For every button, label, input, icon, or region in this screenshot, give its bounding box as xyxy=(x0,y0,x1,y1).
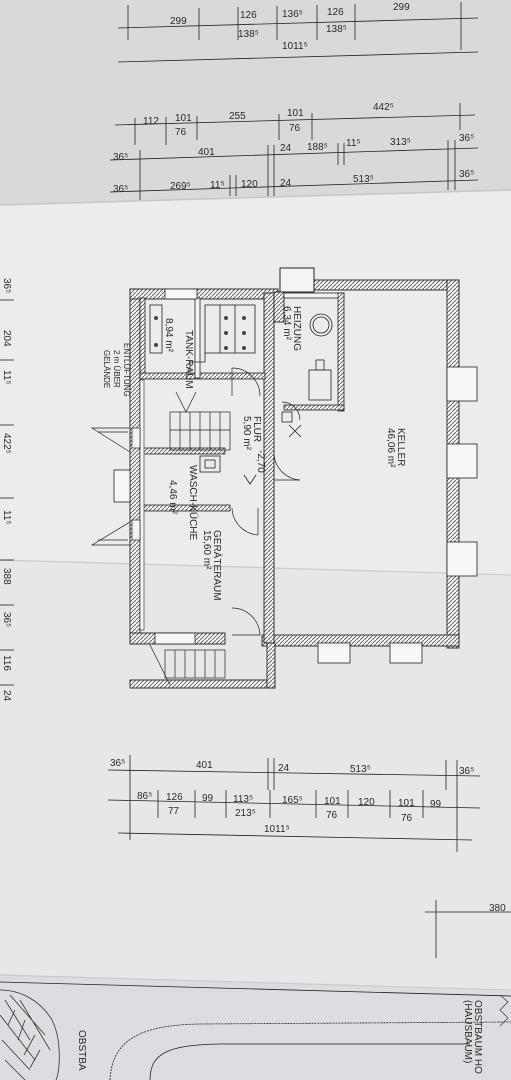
dim-left-4: 11⁵ xyxy=(1,510,12,525)
dim-bot-r2-1: 126 xyxy=(166,792,183,803)
site-plan: 380 OBSTBAUM HO (HAUSBAUM) OBSTBA xyxy=(0,900,511,1080)
dim-bot-total: 1011⁵ xyxy=(264,824,290,835)
dim-top-r2-0: 112 xyxy=(143,116,159,127)
room-flur-area: 5,90 m² xyxy=(241,416,252,451)
room-keller-area: 46,06 m² xyxy=(385,428,396,468)
dim-top-r1b-0: 138⁵ xyxy=(238,29,259,40)
dim-left-5: 388 xyxy=(1,568,12,585)
dim-top-r4-5: 513⁵ xyxy=(353,174,374,185)
room-geraeteraum-name: GERÄTERAUM xyxy=(211,530,223,601)
dim-bot-r2b-2: 76 xyxy=(326,810,338,821)
tree-label-2: (HAUSBAUM) xyxy=(462,1000,473,1063)
dim-top-r2-2: 255 xyxy=(229,111,246,122)
dim-bot-r2-8: 99 xyxy=(430,799,442,810)
tree-label-left: OBSTBA xyxy=(76,1030,87,1071)
hedge-symbol xyxy=(499,994,509,1027)
dim-left-6: 36⁵ xyxy=(1,612,12,627)
dim-top-r4-1: 269⁵ xyxy=(170,181,191,192)
dimension-chain-top xyxy=(109,2,479,200)
room-waschkueche-name: WASCH-KÜCHE xyxy=(187,465,199,541)
level-arrow xyxy=(243,474,257,485)
dim-top-r4-6: 36⁵ xyxy=(459,169,474,180)
dim-bot-r1-1: 401 xyxy=(196,760,213,771)
dim-bot-r1-3: 513⁵ xyxy=(350,764,371,775)
doors xyxy=(231,367,301,636)
dimension-labels-bottom: 36⁵ 401 24 513⁵ 36⁵ 86⁵ 126 99 113⁵ 165⁵… xyxy=(110,758,474,835)
dim-left-2: 11⁵ xyxy=(1,370,12,385)
dim-top-r3-4: 11⁵ xyxy=(346,138,361,149)
windows xyxy=(113,288,478,664)
dim-top-r2b-1: 76 xyxy=(289,123,301,134)
dim-top-r3-5: 313⁵ xyxy=(390,137,411,148)
room-tankraum-name: TANK-RAUM xyxy=(183,330,194,389)
dim-top-r3-0: 36⁵ xyxy=(113,152,128,163)
dim-bot-r1-0: 36⁵ xyxy=(110,758,125,769)
dim-left-8: 24 xyxy=(1,690,12,702)
dimension-labels-left: 36⁵ 204 11⁵ 422⁵ 11⁵ 388 36⁵ 116 24 xyxy=(0,278,14,702)
staircase xyxy=(149,391,231,686)
light-wells xyxy=(90,427,141,546)
dim-bot-r2b-3: 76 xyxy=(401,813,413,824)
dim-left-0: 36⁵ xyxy=(1,278,12,293)
room-waschkueche-area: 4,46 m² xyxy=(167,480,178,515)
dim-top-r2-4: 442⁵ xyxy=(373,102,394,113)
dim-top-r2-1: 101 xyxy=(175,113,192,124)
dim-top-r3-1: 401 xyxy=(198,147,215,158)
dim-site-right: 380 xyxy=(489,903,506,914)
tree-symbol xyxy=(0,989,60,1080)
dim-bot-r2-2: 99 xyxy=(202,793,214,804)
dimension-labels-top: 299 126 136⁵ 126 299 138⁵ 138⁵ 1011⁵ 112… xyxy=(113,2,474,195)
room-heizung-name: HEIZUNG xyxy=(291,306,302,351)
dim-top-r1-3: 126 xyxy=(327,7,344,18)
dim-top-r1b-1: 138⁵ xyxy=(326,24,347,35)
dim-bot-r2-3: 113⁵ xyxy=(233,794,253,805)
dim-top-r4-0: 36⁵ xyxy=(113,184,128,195)
dim-bot-r2-4: 165⁵ xyxy=(282,795,303,806)
fixtures xyxy=(149,304,333,473)
dim-top-r3-6: 36⁵ xyxy=(459,133,474,144)
room-flur-name: FLUR xyxy=(251,416,262,442)
dim-top-r2-3: 101 xyxy=(287,108,304,119)
dim-top-r1-1: 126 xyxy=(240,10,257,21)
dim-top-r4-2: 11⁵ xyxy=(210,180,225,191)
note-entlueftung: ENTLÜFTUNG xyxy=(122,343,131,397)
room-heizung-area: 6,34 m² xyxy=(281,306,292,341)
dim-top-r4-4: 24 xyxy=(280,178,292,189)
level-marker: -2,70 xyxy=(255,450,266,473)
dim-bot-r2b-0: 77 xyxy=(168,806,180,817)
dimension-chain-bottom xyxy=(107,755,481,852)
room-keller-name: KELLER xyxy=(395,428,406,466)
dim-left-7: 116 xyxy=(1,655,12,671)
note-entlueftung-2: 2 m ÜBER xyxy=(112,350,121,388)
dim-top-r2b-0: 76 xyxy=(175,127,187,138)
dim-bot-r2-6: 120 xyxy=(358,797,375,808)
dim-left-3: 422⁵ xyxy=(1,433,12,454)
dim-top-r1-4: 299 xyxy=(393,2,410,13)
dim-top-r1-2: 136⁵ xyxy=(282,9,303,20)
dim-bot-r2-5: 101 xyxy=(324,796,341,807)
dim-top-r3-3: 188⁵ xyxy=(307,142,328,153)
sink-symbol xyxy=(199,455,221,473)
dim-bot-r1-2: 24 xyxy=(278,763,290,774)
dim-top-r4-3: 120 xyxy=(241,179,258,190)
dim-bot-r2-7: 101 xyxy=(398,798,415,809)
boiler-symbol xyxy=(309,313,333,337)
tree-label: OBSTBAUM HO xyxy=(472,1000,483,1074)
dim-top-r3-2: 24 xyxy=(280,143,292,154)
dim-top-r1-0: 299 xyxy=(170,16,187,27)
dim-top-total: 1011⁵ xyxy=(282,41,308,52)
dim-left-1: 204 xyxy=(1,330,12,347)
dim-bot-r2b-1: 213⁵ xyxy=(235,808,256,819)
room-labels: KELLER 46,06 m² HEIZUNG 6,34 m² TANK-RAU… xyxy=(102,306,406,601)
dim-bot-r1-4: 36⁵ xyxy=(459,766,474,777)
note-entlueftung-3: GELÄNDE xyxy=(102,350,111,388)
room-tankraum-area: 8,94 m² xyxy=(163,318,174,353)
dim-bot-r2-0: 86⁵ xyxy=(137,791,152,802)
floor-drain xyxy=(288,424,302,438)
room-geraeteraum-area: 15,60 m² xyxy=(201,530,212,570)
